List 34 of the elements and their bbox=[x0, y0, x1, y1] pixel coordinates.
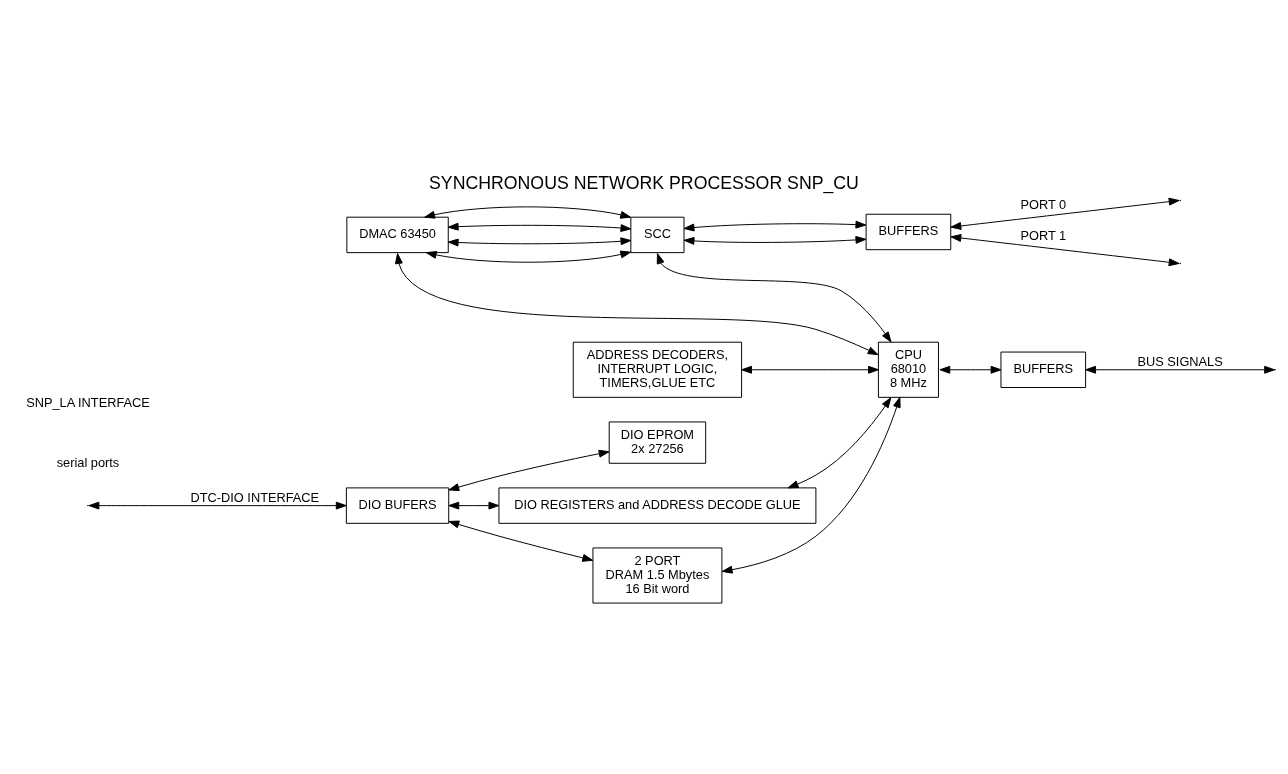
arrow bbox=[787, 397, 892, 489]
arrow bbox=[448, 501, 500, 510]
arrow bbox=[721, 396, 901, 574]
arrow bbox=[741, 365, 879, 374]
arrow bbox=[448, 520, 594, 562]
arrow bbox=[939, 365, 1002, 374]
arrow bbox=[447, 222, 632, 232]
node-box: DIO REGISTERS and ADDRESS DECODE GLUE bbox=[498, 487, 817, 524]
node-box: BUFFERS bbox=[865, 213, 952, 251]
diagram-title: SYNCHRONOUS NETWORK PROCESSOR SNP_CU bbox=[429, 173, 859, 194]
edge-label: BUS SIGNALS bbox=[1137, 354, 1223, 370]
edge-label: DTC-DIO INTERFACE bbox=[190, 490, 320, 506]
arrow bbox=[448, 449, 610, 491]
arrow bbox=[447, 237, 632, 247]
edge-label: PORT 0 bbox=[1020, 196, 1067, 212]
node-box: CPU 68010 8 MHz bbox=[877, 341, 939, 398]
node-box: DIO BUFERS bbox=[345, 487, 450, 524]
node-box: ADDRESS DECODERS, INTERRUPT LOGIC, TIMERS,GLUE ETC bbox=[572, 341, 743, 398]
arrow bbox=[656, 253, 892, 343]
edge-label: PORT 1 bbox=[1020, 228, 1067, 244]
node-box: 2 PORT DRAM 1.5 Mbytes 16 Bit word bbox=[592, 547, 723, 604]
arrow bbox=[425, 250, 632, 263]
arrow bbox=[683, 220, 867, 232]
arrow bbox=[950, 197, 1180, 230]
label: serial ports bbox=[56, 454, 120, 470]
label: SNP_LA INTERFACE bbox=[26, 394, 150, 410]
arrow bbox=[1085, 365, 1275, 374]
arrow bbox=[424, 206, 632, 219]
arrow bbox=[683, 236, 867, 245]
node-box: DMAC 63450 bbox=[346, 216, 449, 254]
node-box: SCC bbox=[630, 216, 685, 254]
node-box: DIO EPROM 2x 27256 bbox=[608, 421, 707, 464]
arrow bbox=[394, 253, 879, 356]
node-box: BUFFERS bbox=[1000, 351, 1087, 388]
